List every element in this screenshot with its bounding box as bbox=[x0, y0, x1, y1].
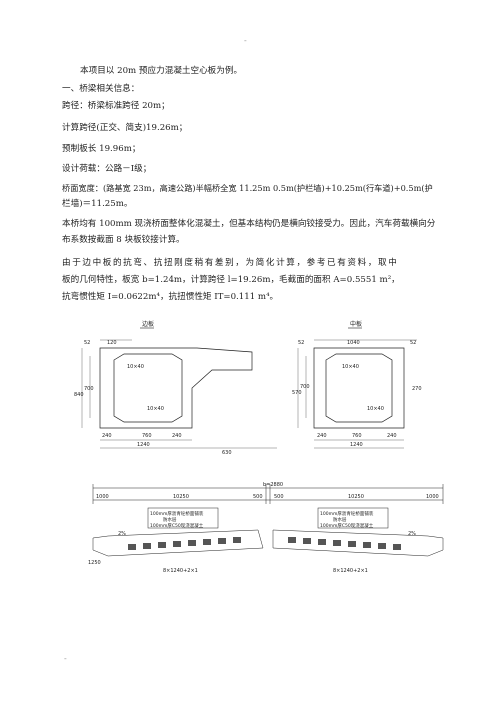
span-line: 跨径：桥梁标准跨径 20m； bbox=[62, 101, 170, 111]
edge-dim-52: 52 bbox=[84, 340, 90, 346]
para-b-line-1: 由于边中板的抗弯、抗扭刚度稍有差别，为简化计算，参考已有资料，取中 bbox=[62, 258, 399, 268]
label-concrete-left: 100mm厚C50现浇混凝土 bbox=[150, 522, 204, 529]
bottom-right-dim: 8×1240+2×1 bbox=[333, 568, 368, 574]
mid-dim-240b: 240 bbox=[387, 433, 397, 439]
edge-dim-630: 630 bbox=[222, 450, 232, 456]
header-mark: - bbox=[244, 36, 247, 45]
width-line-1: 桥面宽度：(路基宽 23m，高速公路)半幅桥全宽 11.25m 0.5m(护栏墙… bbox=[62, 183, 433, 193]
side-dim: 1250 bbox=[88, 560, 101, 566]
mid-dim-270: 270 bbox=[412, 386, 422, 392]
para-a-line-1: 本桥均有 100mm 现浇桥面整体化混凝土，但基本结构仍是横向铰接受力。因此，汽… bbox=[62, 219, 436, 229]
label-asphalt-left: 100mm厚沥青砼桥面铺装 bbox=[150, 510, 204, 517]
edge-dim-840: 840 bbox=[74, 392, 84, 398]
edge-dim-240a: 240 bbox=[102, 433, 112, 439]
slope-right: 2% bbox=[408, 531, 416, 537]
cross-right-2: 1000 bbox=[426, 494, 439, 500]
label-waterproof-right: 防水层 bbox=[333, 516, 347, 523]
footer-mark: - bbox=[64, 654, 67, 663]
para-a-line-2: 布系数按截面 8 块板铰接计算。 bbox=[62, 235, 185, 245]
mid-dim-1240: 1240 bbox=[350, 442, 363, 448]
edge-dim-240b: 240 bbox=[172, 433, 182, 439]
edge-dim-chamfer-bot: 10×40 bbox=[147, 406, 164, 412]
slope-left: 2% bbox=[118, 531, 126, 537]
para-b-line-2: 板的几何特性，板宽 b=1.24m，计算跨径 l=19.26m，毛截面的面积 A… bbox=[62, 275, 400, 285]
edge-dim-120: 120 bbox=[107, 340, 117, 346]
intro-paragraph: 本项目以 20m 预应力混凝土空心板为例。 bbox=[80, 66, 243, 76]
mid-dim-1040: 1040 bbox=[347, 340, 360, 346]
cross-total: b=2880 bbox=[263, 482, 283, 488]
edge-beam-drawing: 边板 52 120 840 700 10×40 10×40 240 760 24… bbox=[74, 320, 277, 456]
edge-beam-title: 边板 bbox=[142, 320, 154, 328]
mid-dim-760: 760 bbox=[352, 433, 362, 439]
mid-beam-title: 中板 bbox=[350, 320, 362, 328]
width-line-2: 栏墙)＝11.25m。 bbox=[62, 199, 133, 209]
mid-dim-700: 700 bbox=[300, 384, 310, 390]
precast-length-line: 预制板长 19.96m； bbox=[62, 144, 141, 154]
cross-left-2: 500 bbox=[253, 494, 263, 500]
bridge-cross-section: b=2880 1000 10250 500 500 10250 1000 100… bbox=[88, 482, 444, 574]
cross-left-1: 10250 bbox=[173, 494, 189, 500]
label-concrete-right: 100mm厚C50现浇混凝土 bbox=[320, 522, 374, 529]
edge-dim-chamfer-top: 10×40 bbox=[127, 364, 144, 370]
label-waterproof-left: 防水层 bbox=[163, 516, 177, 523]
calc-span-line: 计算跨径(正交、简支)19.26m； bbox=[62, 123, 188, 133]
cross-right-0: 500 bbox=[274, 494, 284, 500]
edge-dim-1240: 1240 bbox=[137, 442, 150, 448]
edge-dim-760: 760 bbox=[142, 433, 152, 439]
mid-dim-570: 570 bbox=[292, 390, 302, 396]
para-b-line-3: 抗弯惯性矩 I=0.0622m⁴，抗扭惯性矩 IT=0.111 m⁴。 bbox=[62, 292, 279, 302]
cross-left-0: 1000 bbox=[96, 494, 109, 500]
mid-beam-drawing: 中板 52 1040 52 570 700 10×40 10×40 240 76… bbox=[292, 320, 422, 449]
mid-dim-chamfer-bot: 10×40 bbox=[367, 406, 384, 412]
mid-dim-52a: 52 bbox=[298, 340, 304, 346]
bottom-left-dim: 8×1240+2×1 bbox=[163, 568, 198, 574]
edge-dim-700: 700 bbox=[84, 386, 94, 392]
mid-dim-52b: 52 bbox=[410, 340, 416, 346]
load-line: 设计荷载：公路－Ⅰ级； bbox=[62, 164, 152, 174]
mid-dim-240a: 240 bbox=[317, 433, 327, 439]
mid-dim-chamfer-top: 10×40 bbox=[342, 364, 359, 370]
label-asphalt-right: 100mm厚沥青砼桥面铺装 bbox=[320, 510, 374, 517]
section-heading: 一、桥梁相关信息： bbox=[62, 84, 140, 94]
cross-right-1: 10250 bbox=[348, 494, 364, 500]
